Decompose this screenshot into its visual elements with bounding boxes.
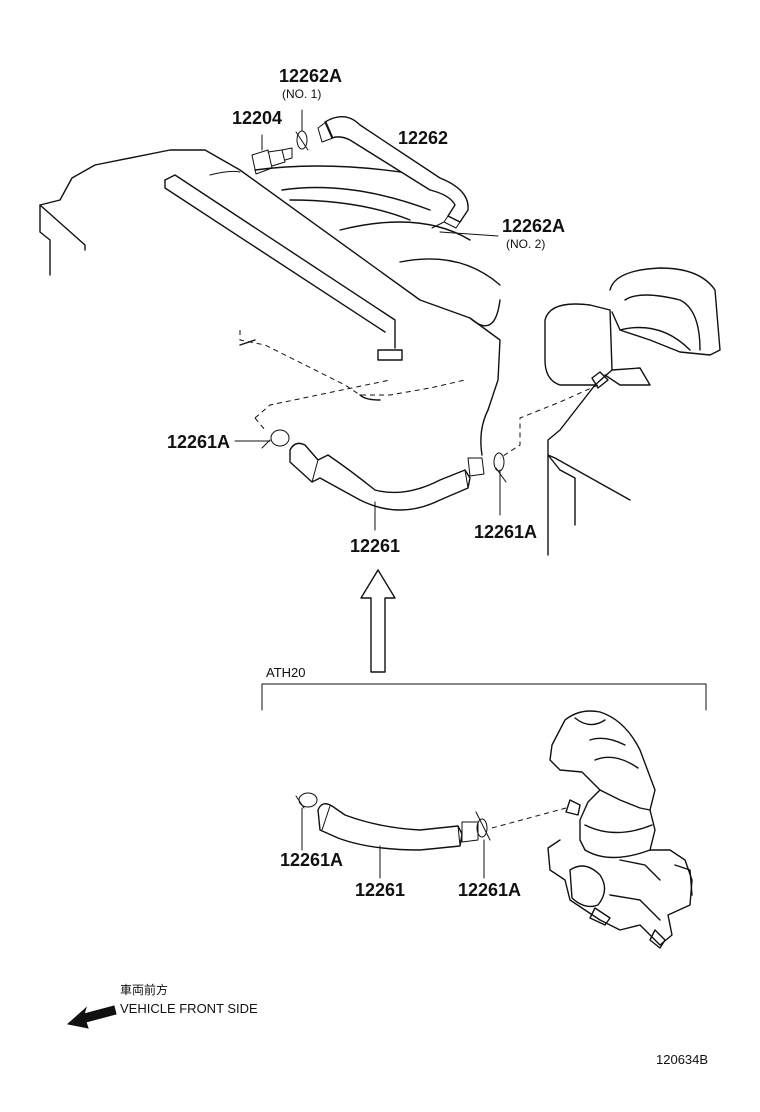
leader-lines-upper	[234, 440, 501, 531]
label-12262: 12262	[398, 128, 448, 148]
leader-lines-lower	[301, 807, 485, 879]
arrow-left-down-icon	[66, 1005, 117, 1029]
label-12262a-no2-note: (NO. 2)	[506, 237, 545, 251]
label-ath20: ATH20	[266, 665, 306, 680]
direction-english: VEHICLE FRONT SIDE	[120, 1001, 258, 1016]
clamp-12261a-lower-right	[475, 811, 491, 841]
label-12262a-no1: 12262A	[279, 66, 342, 86]
label-12261-upper: 12261	[350, 536, 400, 556]
diagram-code: 120634B	[656, 1052, 708, 1067]
direction-japanese: 車両前方	[120, 982, 168, 997]
label-12261a-lower-left: 12261A	[280, 850, 343, 870]
label-12262a-no1-note: (NO. 1)	[282, 87, 321, 101]
intake-outline	[480, 267, 721, 556]
valve-12204	[251, 134, 293, 175]
clamp-12261a-upper-left	[261, 429, 290, 449]
label-12261-lower: 12261	[355, 880, 405, 900]
clamp-12262a-no2	[431, 221, 499, 237]
label-12204: 12204	[232, 108, 282, 128]
label-12261a-upper-left: 12261A	[167, 432, 230, 452]
hose-12262	[317, 116, 469, 229]
label-12261a-lower-right: 12261A	[458, 880, 521, 900]
hollow-up-arrow-icon	[360, 569, 396, 673]
label-12262a-no2: 12262A	[502, 216, 565, 236]
clamp-12262a-no1	[295, 109, 309, 151]
label-12261a-upper-right: 12261A	[474, 522, 537, 542]
hose-12261-upper	[289, 442, 485, 511]
ath20-bracket	[261, 683, 707, 711]
throttle-body-outline	[491, 710, 693, 949]
clamp-12261a-lower-left	[295, 792, 318, 809]
engine-cover-outline	[39, 149, 501, 431]
clamp-12261a-upper-right	[493, 452, 507, 483]
hose-12261-lower	[317, 803, 479, 851]
